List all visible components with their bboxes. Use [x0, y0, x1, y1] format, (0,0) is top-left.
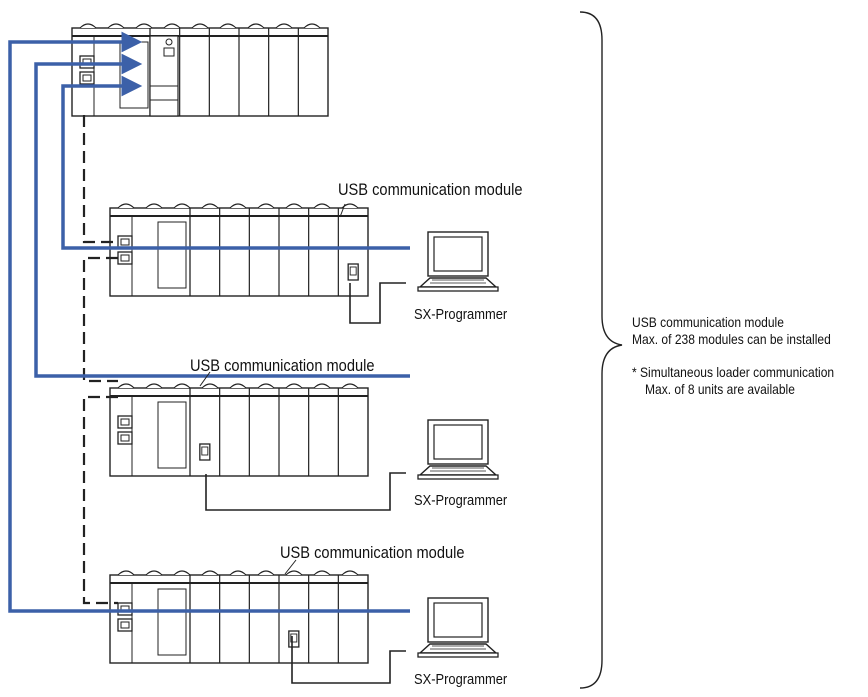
- racks-layer: [71, 23, 369, 664]
- programmer-label-1: SX-Programmer: [414, 306, 508, 323]
- module-latch: [257, 570, 275, 576]
- expansion-port-icon: [117, 415, 133, 429]
- module-latch: [135, 23, 153, 29]
- expansion-port-icon: [117, 618, 133, 632]
- rack-body: [109, 574, 369, 664]
- module-latch: [341, 383, 359, 389]
- programmer-label-3: SX-Programmer: [414, 671, 508, 688]
- module-latch: [257, 383, 275, 389]
- module-latch: [313, 383, 331, 389]
- module-latch: [219, 23, 237, 29]
- note-line-3: * Simultaneous loader communication: [632, 364, 835, 380]
- module-latch: [303, 23, 321, 29]
- module-latch: [341, 570, 359, 576]
- communication-arrows: [8, 31, 410, 613]
- module-latch: [173, 383, 191, 389]
- note-line-2: Max. of 238 modules can be installed: [632, 331, 831, 347]
- module-latch: [117, 570, 135, 576]
- module-latch: [79, 23, 97, 29]
- label-leaders: [199, 203, 346, 575]
- module-latch: [229, 570, 247, 576]
- usb-port-icon: [199, 443, 211, 461]
- expansion-port-icon: [117, 431, 133, 445]
- rack-body: [109, 207, 369, 297]
- programmer-label-2: SX-Programmer: [414, 492, 508, 509]
- expansion-port-icon: [79, 71, 95, 85]
- group-brace: [579, 11, 623, 689]
- usb-cables: [205, 282, 406, 684]
- module-latch: [201, 203, 219, 209]
- expansion-port-icon: [117, 235, 133, 249]
- module-latch: [201, 570, 219, 576]
- module-latch: [229, 203, 247, 209]
- module-latch: [313, 570, 331, 576]
- module-latch: [191, 23, 209, 29]
- note-line-4: Max. of 8 units are available: [645, 381, 795, 397]
- module-latch: [275, 23, 293, 29]
- module-latch: [285, 383, 303, 389]
- module-latch: [145, 570, 163, 576]
- laptop-icon: [417, 597, 499, 658]
- module-latch: [285, 570, 303, 576]
- module-latch: [257, 203, 275, 209]
- module-latch: [173, 570, 191, 576]
- module-latch: [107, 23, 125, 29]
- rack-body: [109, 387, 369, 477]
- rack-1-module-label: USB communication module: [338, 180, 523, 199]
- module-latch: [163, 23, 181, 29]
- module-latch: [341, 203, 359, 209]
- plc-rack: [109, 203, 369, 297]
- module-latch: [313, 203, 331, 209]
- usb-port-icon: [347, 263, 359, 281]
- usb-port-icon: [288, 630, 300, 648]
- rack-3-module-label: USB communication module: [280, 543, 465, 562]
- plc-rack: [109, 383, 369, 477]
- expansion-cable: [82, 115, 118, 605]
- rack-2-module-label: USB communication module: [190, 356, 375, 375]
- module-latch: [201, 383, 219, 389]
- expansion-port-icon: [79, 55, 95, 69]
- plc-rack: [71, 23, 329, 117]
- expansion-port-icon: [117, 251, 133, 265]
- expansion-port-icon: [117, 602, 133, 616]
- laptop-icon: [417, 419, 499, 480]
- laptop-icon: [417, 231, 499, 292]
- note-line-1: USB communication module: [632, 314, 784, 330]
- module-latch: [117, 203, 135, 209]
- module-latch: [247, 23, 265, 29]
- module-latch: [173, 203, 191, 209]
- module-latch: [229, 383, 247, 389]
- module-latch: [117, 383, 135, 389]
- plc-rack: [109, 570, 369, 664]
- module-latch: [285, 203, 303, 209]
- module-latch: [145, 383, 163, 389]
- module-latch: [145, 203, 163, 209]
